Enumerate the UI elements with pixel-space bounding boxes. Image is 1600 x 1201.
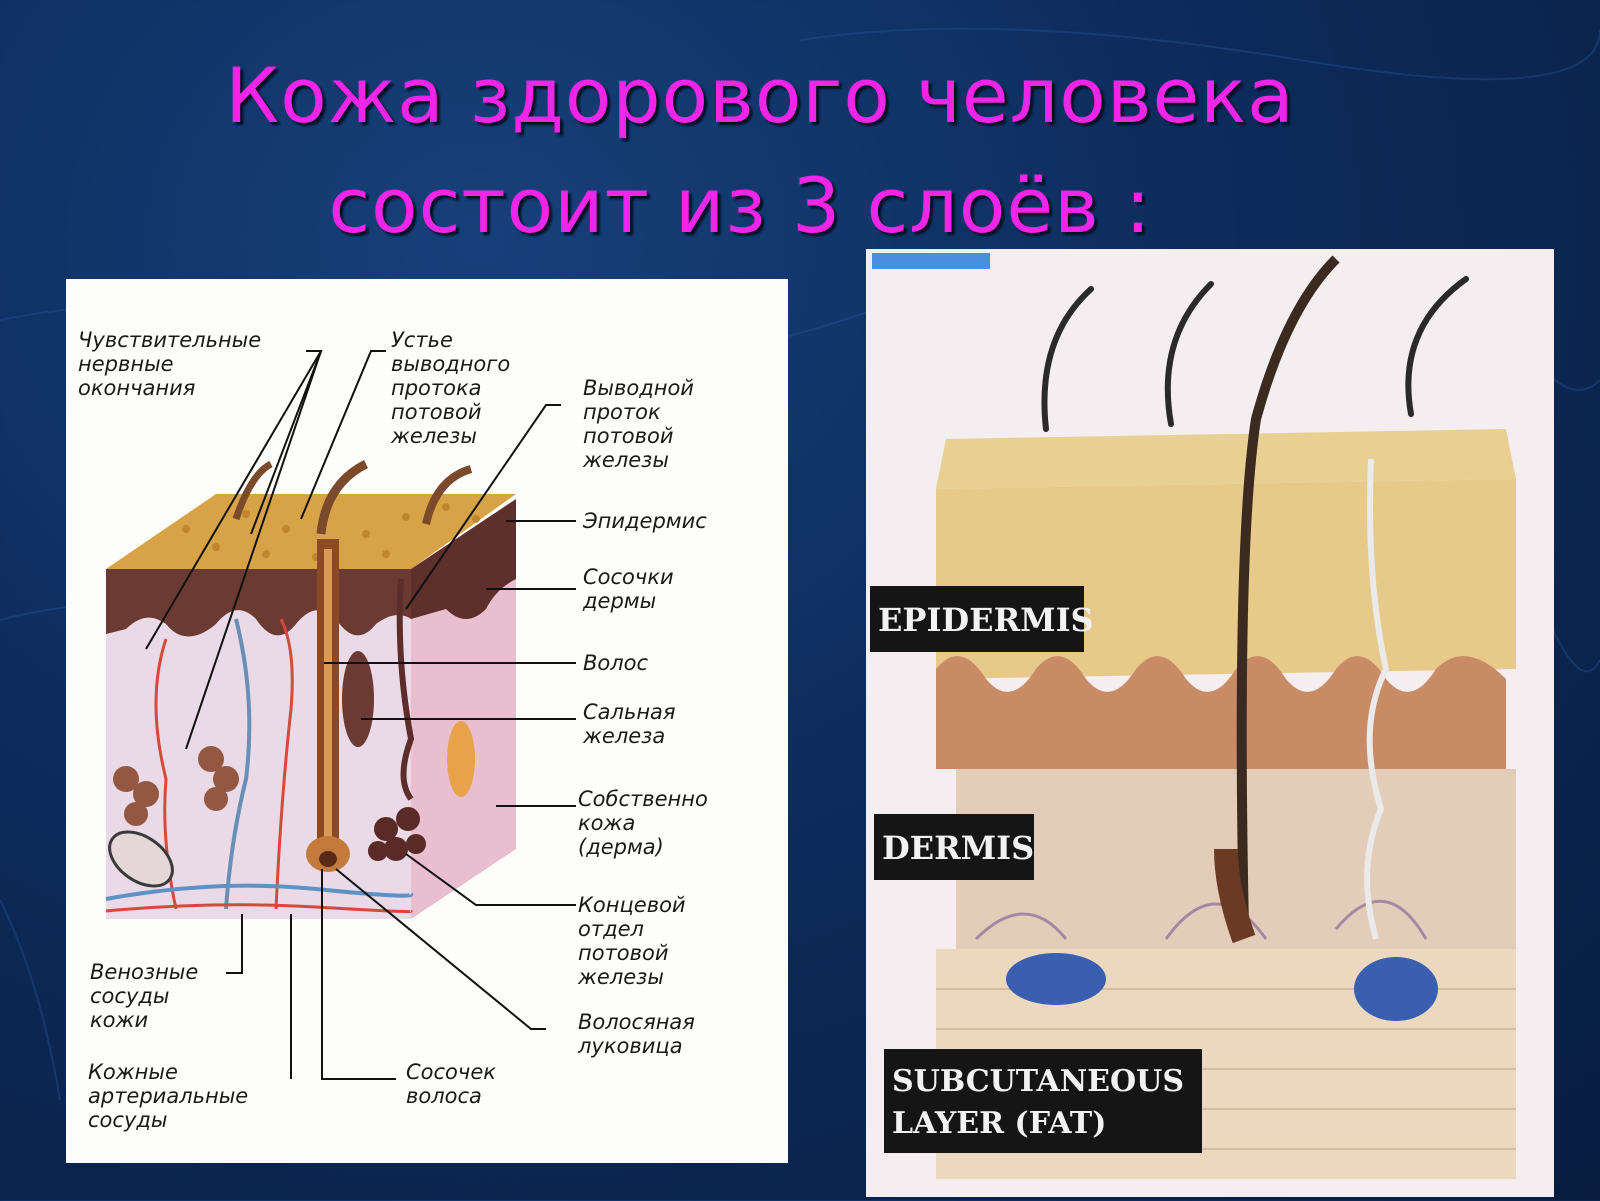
label-hair: Волос — [583, 651, 649, 675]
dermal-papillae — [936, 656, 1506, 769]
sweat-duct — [1364, 458, 1390, 940]
slide-title-line-2: состоит из 3 слоёв : — [328, 161, 1152, 250]
label-epidermis: Эпидермис — [582, 509, 707, 533]
slide-title-line-1: Кожа здорового человека — [225, 51, 1295, 140]
epidermis-slab — [936, 429, 1516, 489]
label-epidermis-en: EPIDERMIS — [878, 601, 1094, 639]
sweat-gland-coil — [368, 807, 426, 861]
source-tag — [872, 253, 990, 269]
label-dermis-en: DERMIS — [882, 829, 1034, 867]
epidermis-label-box — [870, 586, 1084, 652]
hair-shaft — [1236, 255, 1340, 930]
subcutaneous-label-box — [884, 1049, 1202, 1153]
fat-lobule — [1006, 953, 1106, 1005]
skin-surface — [106, 494, 516, 569]
dermis-label-box — [874, 814, 1034, 880]
sebaceous-gland — [342, 651, 374, 747]
